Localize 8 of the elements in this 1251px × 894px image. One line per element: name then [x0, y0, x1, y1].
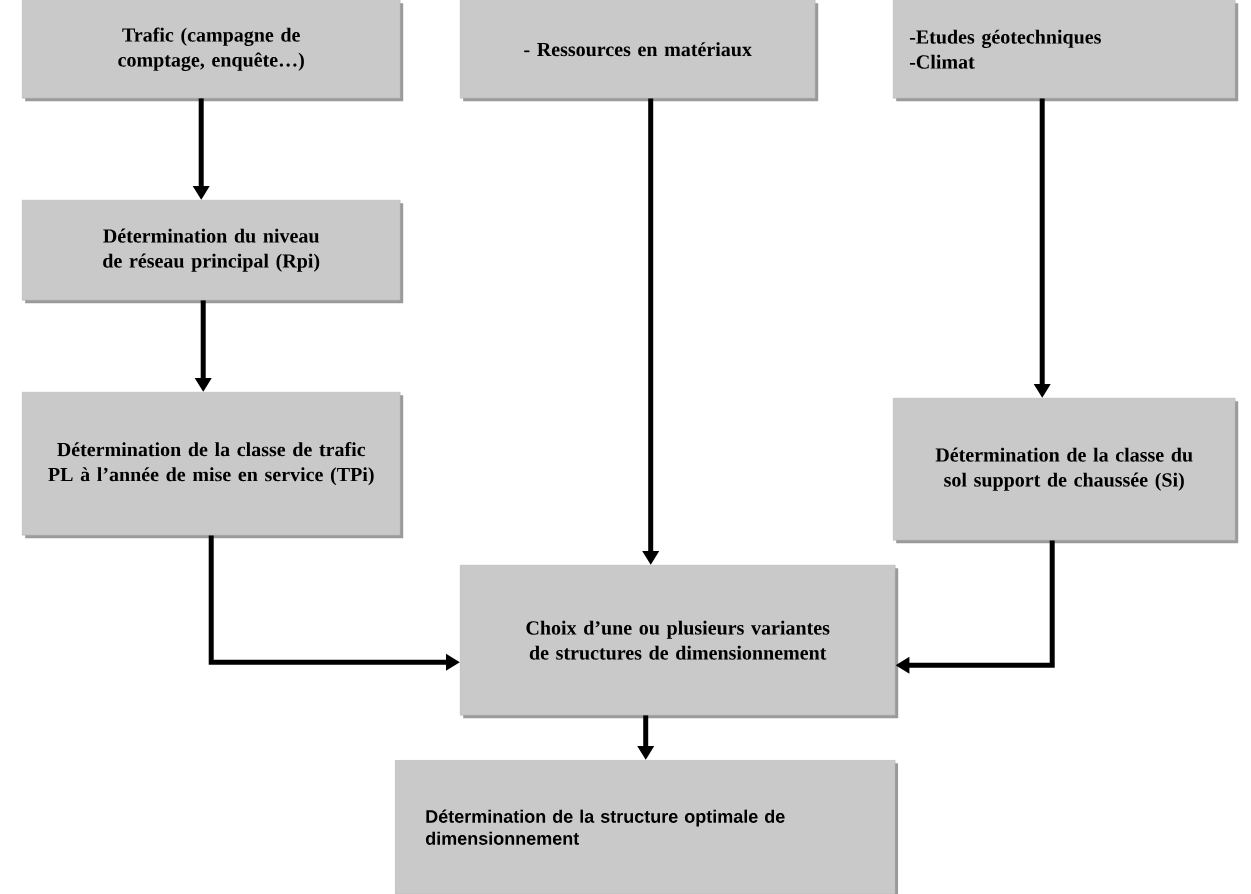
process-box: Détermination de la classe de trafic PL à l’année de mise en service (TPi): [22, 392, 404, 539]
process-box: Trafic (campagne de comptage, enquête…): [22, 0, 404, 102]
process-box: Choix d’une ou plusieurs variantes de structures de dimensionnement: [460, 565, 899, 719]
process-box: Détermination du niveau de réseau principal (Rpi): [22, 200, 404, 304]
process-box: - Ressources en matériaux: [460, 0, 819, 102]
process-box: -Etudes géotechniques -Climat: [893, 0, 1239, 102]
process-box: Détermination de la classe du sol support de chaussée (Si): [893, 398, 1239, 544]
process-box: Détermination de la structure optimale de dimensionnement: [395, 760, 899, 894]
